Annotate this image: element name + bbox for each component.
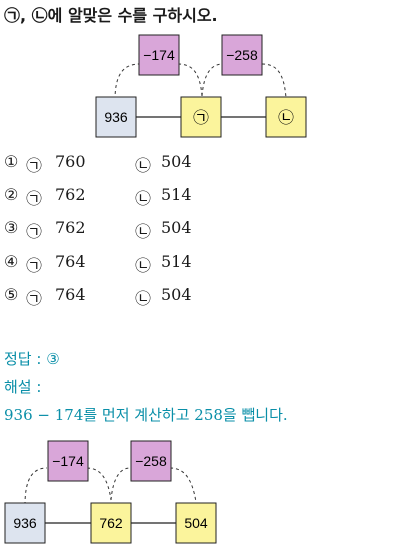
label-minus258: −258 — [226, 47, 258, 63]
answer-label: 정답 : ③ — [4, 350, 60, 368]
label-a: ㉠ — [193, 109, 209, 127]
top-diagram: −174 −258 936 ㉠ ㉡ — [95, 34, 307, 138]
arc-936-to-minus174 — [114, 63, 141, 101]
label-b: ㉡ — [278, 109, 294, 127]
marker-a: ㉠ — [26, 256, 43, 275]
marker-b: ㉡ — [135, 156, 152, 175]
box-504 — [175, 502, 217, 544]
question-text: ㉠, ㉡에 알맞은 수를 구하시오. — [4, 6, 218, 25]
choice-number: ① — [4, 152, 19, 171]
arc-936-to-minus174 — [24, 467, 48, 506]
arc-minus174-to-762 — [86, 467, 112, 501]
value-a: 764 — [55, 252, 86, 271]
marker-b: ㉡ — [135, 256, 152, 275]
marker-a: ㉠ — [26, 189, 43, 208]
box-minus258 — [221, 34, 263, 76]
marker-a: ㉠ — [26, 156, 43, 175]
marker-b: ㉡ — [135, 222, 152, 241]
box-936 — [4, 502, 46, 544]
marker-b: ㉡ — [135, 189, 152, 208]
value-a: 764 — [55, 285, 86, 304]
marker-a: ㉠ — [26, 222, 43, 241]
arc-a-to-minus258 — [201, 63, 224, 97]
value-a: 762 — [55, 185, 86, 204]
label-762: 762 — [99, 515, 123, 531]
label-936: 936 — [104, 109, 128, 125]
box-minus174 — [138, 34, 180, 76]
box-936 — [95, 96, 137, 138]
value-b: 514 — [161, 252, 192, 271]
choice-number: ④ — [4, 252, 19, 271]
arc-minus258-to-b — [261, 63, 287, 99]
value-a: 762 — [55, 218, 86, 237]
box-a — [180, 96, 222, 138]
choice-number: ③ — [4, 218, 19, 237]
marker-a: ㉠ — [26, 289, 43, 308]
label-minus258: −258 — [135, 453, 167, 469]
box-minus174 — [47, 440, 89, 482]
marker-b: ㉡ — [135, 289, 152, 308]
label-936: 936 — [13, 515, 37, 531]
label-minus174: −174 — [143, 47, 175, 63]
value-b: 504 — [161, 218, 192, 237]
choice-number: ② — [4, 185, 19, 204]
label-504: 504 — [184, 515, 208, 531]
choice-number: ⑤ — [4, 285, 19, 304]
explanation-text: 936 − 174를 먼저 계산하고 258을 뺍니다. — [4, 406, 288, 424]
value-b: 514 — [161, 185, 192, 204]
value-a: 760 — [55, 152, 86, 171]
label-minus174: −174 — [52, 453, 84, 469]
box-b — [265, 96, 307, 138]
arc-minus258-to-504 — [169, 467, 197, 503]
box-minus258 — [130, 440, 172, 482]
box-762 — [90, 502, 132, 544]
value-b: 504 — [161, 152, 192, 171]
arc-minus174-to-a — [177, 63, 203, 97]
value-b: 504 — [161, 285, 192, 304]
arc-762-to-minus258 — [110, 467, 131, 501]
explanation-label: 해설 : — [4, 378, 42, 396]
